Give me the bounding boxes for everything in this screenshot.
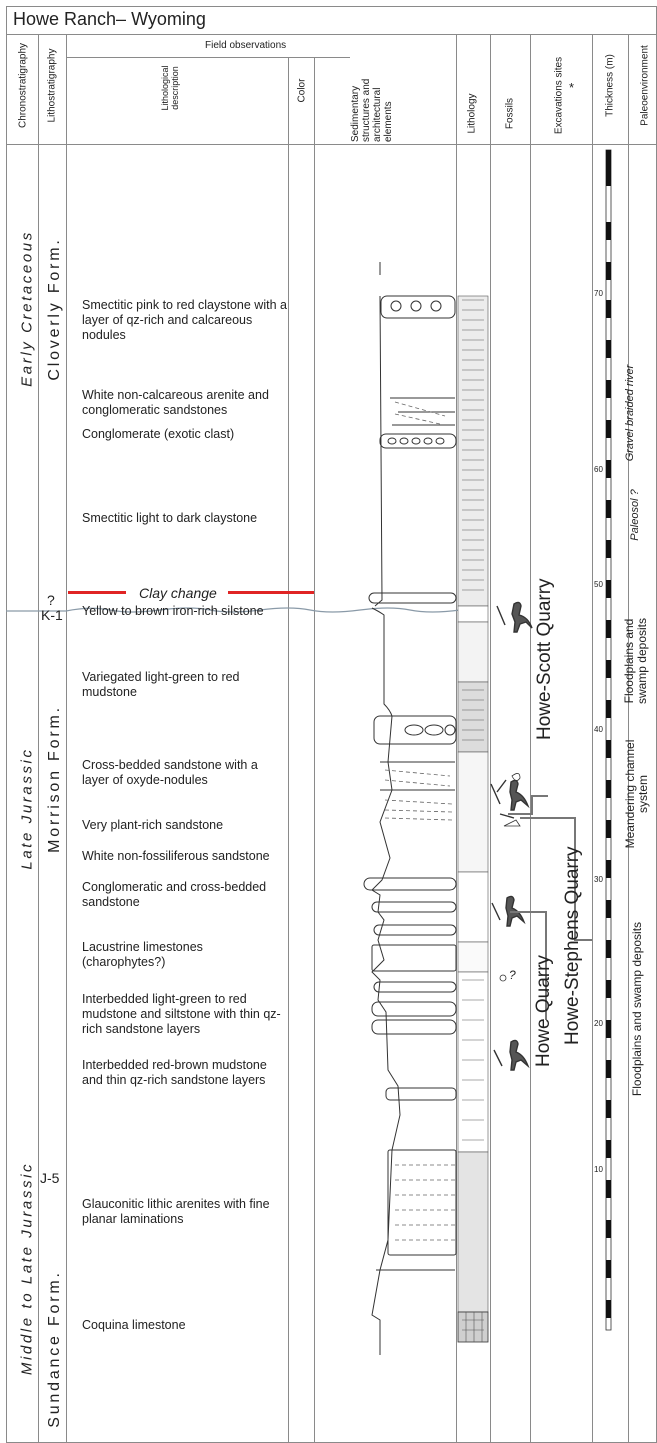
page-title: Howe Ranch– Wyoming [13, 9, 206, 29]
thickness-tick-30: 30 [594, 875, 603, 884]
description-d15: Coquina limestone [82, 1318, 186, 1332]
excavation-howe: Howe Quarry [533, 955, 554, 1067]
header-field-observations: Field observations [205, 40, 287, 51]
thickness-tick-50: 50 [594, 580, 603, 589]
clay-change-label: Clay change [139, 585, 217, 601]
description-d5: Yellow to brown iron-rich silstone [82, 604, 264, 618]
description-d12: Interbedded light-green to red mudstone … [82, 992, 281, 1036]
j5-label: J-5 [40, 1170, 60, 1186]
thickness-tick-20: 20 [594, 1019, 603, 1028]
paleo-meandering: Meandering channel system [623, 739, 650, 849]
description-d9: White non-fossiliferous sandstone [82, 849, 270, 863]
description-d13: Interbedded red-brown mudstone and thin … [82, 1058, 267, 1087]
paleo-floodplains-top: Floodplains and swamp deposits [622, 617, 649, 705]
k1-label: K-1 [41, 607, 63, 623]
description-d8: Very plant-rich sandstone [82, 818, 224, 832]
description-d11: Lacustrine limestones (charophytes?) [82, 940, 203, 969]
thickness-tick-70: 70 [594, 289, 603, 298]
thickness-tick-40: 40 [594, 725, 603, 734]
clay-change-line-left [68, 591, 126, 594]
description-d6: Variegated light-green to red mudstone [82, 670, 240, 699]
fossil-question: ? [509, 968, 516, 982]
description-d14: Glauconitic lithic arenites with fine pl… [82, 1197, 270, 1226]
description-d3: Conglomerate (exotic clast) [82, 427, 235, 441]
description-d1: Smectitic pink to red claystone with a l… [82, 298, 287, 342]
paleo-floodplains-bottom: Floodplains and swamp deposits [630, 921, 644, 1097]
header-excavation-star: * [569, 80, 575, 95]
description-d2: White non-calcareous arenite and conglom… [82, 388, 269, 417]
thickness-tick-60: 60 [594, 465, 603, 474]
description-d4: Smectitic light to dark claystone [82, 511, 258, 525]
excavation-howe-stephens: Howe-Stephens Quarry [562, 846, 583, 1045]
k1-question: ? [47, 592, 55, 608]
paleo-gravel: Gravel braided river [624, 364, 636, 462]
description-d10: Conglomeratic and cross-bedded sandstone [82, 880, 267, 909]
description-d7: Cross-bedded sandstone with a layer of o… [82, 758, 258, 787]
thickness-tick-10: 10 [594, 1165, 603, 1174]
paleo-paleosol: Paleosol ? [629, 489, 641, 541]
excavation-howe-scott: Howe-Scott Quarry [534, 578, 555, 740]
clay-change-line-right [228, 591, 314, 594]
